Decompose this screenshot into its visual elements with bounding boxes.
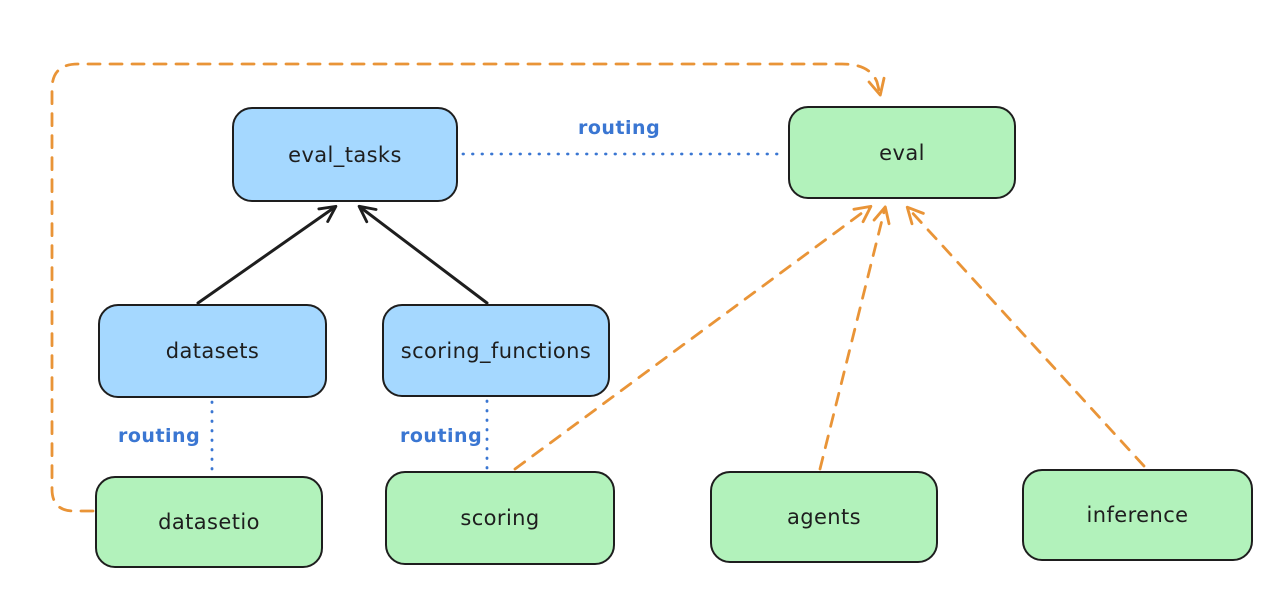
- node-datasets-label: datasets: [165, 339, 260, 363]
- routing-label-datasets-datasetio: routing: [118, 425, 201, 447]
- node-eval-tasks-label: eval_tasks: [288, 142, 402, 167]
- edge-scoring-functions-to-eval-tasks-arrow: [357, 204, 489, 305]
- node-eval-tasks: eval_tasks: [232, 107, 458, 202]
- node-agents-label: agents: [786, 505, 861, 529]
- routing-label-scoring-functions-scoring: routing: [400, 425, 483, 447]
- node-eval-label: eval: [879, 140, 925, 165]
- node-datasetio-label: datasetio: [158, 510, 260, 534]
- node-scoring-label: scoring: [460, 506, 540, 530]
- edge-datasetio-to-eval-dashed-arrow: [50, 62, 886, 513]
- node-scoring-functions: scoring_functions: [382, 304, 610, 397]
- edge-datasets-to-eval-tasks-arrow: [196, 204, 338, 305]
- edge-agents-to-eval-dashed-arrow: [818, 205, 891, 471]
- node-inference-label: inference: [1086, 503, 1189, 527]
- node-scoring-functions-label: scoring_functions: [400, 338, 592, 363]
- edge-inference-to-eval-dashed-arrow: [905, 205, 1146, 468]
- node-datasetio: datasetio: [95, 476, 323, 568]
- node-datasets: datasets: [98, 304, 327, 398]
- routing-label-eval-tasks-eval: routing: [578, 117, 661, 139]
- edge-scoring-to-eval-dashed-arrow: [513, 204, 873, 471]
- node-inference: inference: [1022, 469, 1253, 561]
- node-agents: agents: [710, 471, 938, 563]
- node-eval: eval: [788, 106, 1016, 199]
- node-scoring: scoring: [385, 471, 615, 565]
